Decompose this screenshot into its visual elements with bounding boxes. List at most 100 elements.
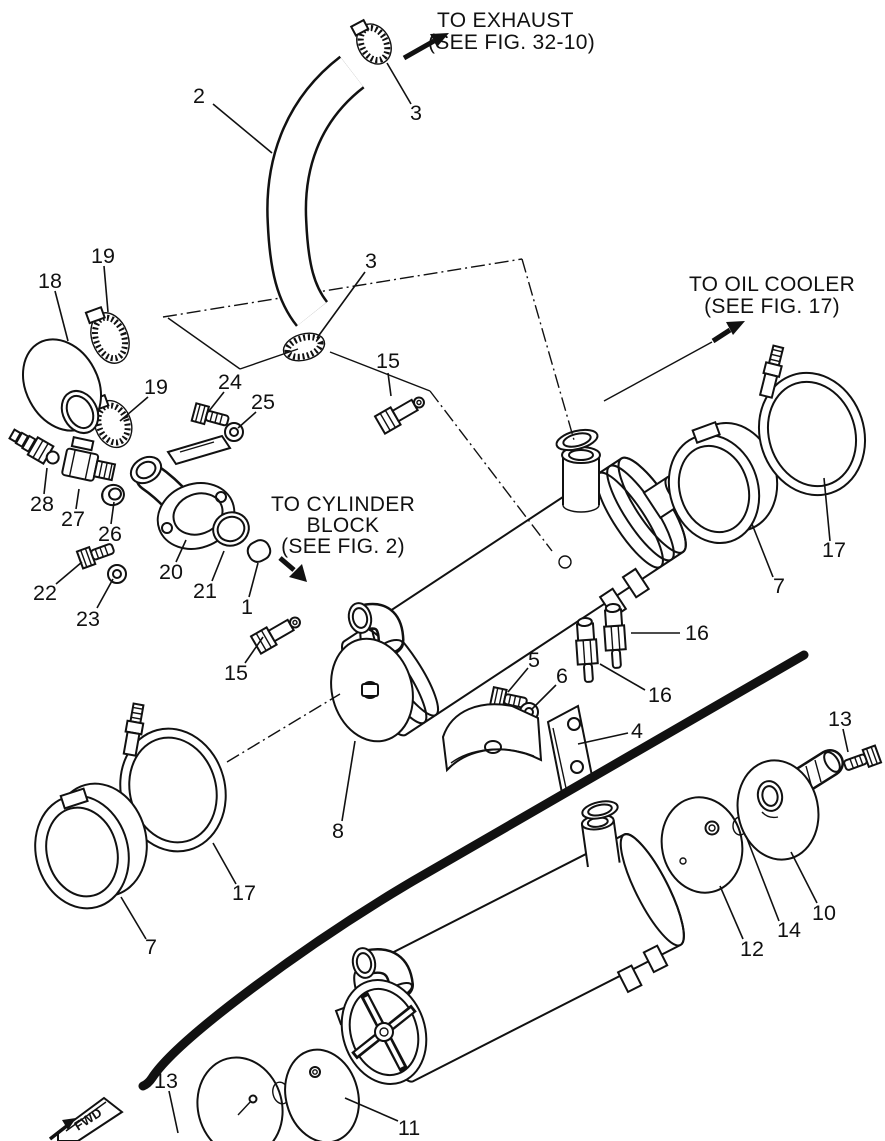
part-callout-25: 25: [251, 390, 275, 414]
stub-ring: [555, 428, 599, 452]
part-callout-22: 22: [33, 581, 57, 605]
part-19-clamp-upper: [84, 305, 130, 364]
leader-line-part-7: [120, 896, 147, 940]
leader-line-part-3: [316, 271, 366, 339]
part-callout-21: 21: [193, 579, 217, 603]
leader-line-part-13: [842, 728, 849, 753]
part-26-plug: [101, 483, 125, 507]
cylinder-block-label-line1: TO CYLINDER: [271, 493, 415, 516]
part-7-seal-ring-right: [667, 420, 779, 545]
part-callout-3: 3: [365, 249, 377, 273]
leader-line-part-15: [387, 372, 392, 397]
part-baffle-wheel: [334, 979, 428, 1085]
part-16-fitting-left: [575, 616, 599, 683]
cylinder-block-label-line3: (SEE FIG. 2): [281, 535, 405, 558]
leader-line-part-19: [119, 396, 149, 422]
annotation-to-oil-cooler: TO OIL COOLER (SEE FIG. 17): [689, 273, 855, 344]
leader-line-part-16: [599, 663, 646, 691]
exhaust-label-line1: TO EXHAUST: [437, 9, 574, 32]
part-1-cap: [246, 539, 272, 563]
elbow-outlet: [347, 602, 405, 659]
leader-line-part-19: [103, 265, 109, 313]
leader-line-part-12: [719, 885, 744, 940]
part-callout-10: 10: [812, 901, 836, 925]
part-callout-2: 2: [193, 84, 205, 108]
part-2-outlet-hose: [266, 55, 365, 327]
part-28-hose-fitting: [8, 428, 60, 466]
part-callout-17: 17: [822, 538, 846, 562]
divider-swoosh: [138, 650, 809, 1091]
lower-elbow-outlet: [351, 947, 414, 1001]
part-callout-12: 12: [740, 937, 764, 961]
leader-line-part-27: [75, 488, 80, 510]
part-5-bolt: [488, 686, 528, 709]
cylinder-block-arrow-icon: [289, 564, 307, 582]
leader-line-part-23: [96, 578, 114, 609]
leader-line-part-17: [823, 477, 831, 542]
part-12-gasket-plate: [660, 796, 744, 894]
oil-cooler-label-line1: TO OIL COOLER: [689, 273, 855, 296]
part-7-seal-ring-left: [34, 782, 148, 910]
leader-line-part-10: [790, 851, 818, 904]
part-callout-5: 5: [528, 648, 540, 672]
fwd-direction-badge: FWD: [48, 1096, 124, 1141]
part-4-bracket: [441, 703, 594, 795]
lower-stub-ring: [581, 800, 619, 820]
part-15-anode-upper: [373, 396, 425, 436]
part-callout-28: 28: [30, 492, 54, 516]
part-24-bolt: [190, 402, 230, 427]
part-15-anode-left: [249, 616, 301, 656]
leader-line-part-28: [43, 467, 48, 495]
part-21-seal-ring: [212, 511, 250, 547]
part-callout-23: 23: [76, 607, 100, 631]
part-27-drain-valve: [61, 436, 117, 482]
part-3-hose-clamp-lower: [282, 332, 326, 362]
leader-line-part-21: [211, 550, 225, 582]
part-callout-17: 17: [232, 881, 256, 905]
leader-line-part-20: [175, 539, 187, 563]
leader-line-part-4: [577, 732, 629, 745]
part-callout-7: 7: [145, 935, 157, 959]
leader-line-part-14: [745, 835, 780, 922]
leader-line-part-17: [212, 842, 237, 885]
leader-line-part-18: [54, 290, 69, 342]
part-18-hose-joint: [22, 338, 102, 435]
part-lower-heat-exchanger-body: [334, 800, 685, 1085]
part-callout-8: 8: [332, 819, 344, 843]
part-callout-20: 20: [159, 560, 183, 584]
exhaust-arrow-icon: [430, 33, 449, 47]
part-callout-11: 11: [398, 1116, 420, 1140]
leader-line-part-6: [530, 684, 557, 711]
cylinder-block-label-line2: BLOCK: [307, 514, 380, 537]
part-callout-6: 6: [556, 664, 568, 688]
part-callout-24: 24: [218, 370, 242, 394]
part-11-gasket-plate-partial: [284, 1048, 360, 1141]
part-callout-19: 19: [91, 244, 115, 268]
part-17-clamp-left: [119, 702, 227, 853]
part-3-hose-clamp-upper: [349, 18, 392, 65]
leader-line-part-11: [344, 1097, 399, 1122]
oil-cooler-label-line2: (SEE FIG. 17): [704, 295, 840, 318]
annotation-to-exhaust: TO EXHAUST (SEE FIG. 32-10): [402, 9, 595, 61]
leader-line-part-1: [248, 562, 259, 598]
annotation-to-cylinder-block: TO CYLINDER BLOCK (SEE FIG. 2): [271, 493, 415, 582]
part-callout-14: 14: [777, 918, 801, 942]
part-callout-3: 3: [410, 101, 422, 125]
part-callout-13: 13: [154, 1069, 178, 1093]
part-13-bolt-right: [843, 744, 883, 771]
part-16-fitting-right: [603, 602, 627, 669]
leader-line-part-26: [110, 501, 115, 525]
leader-line-part-15: [244, 636, 264, 664]
leader-line-part-3: [386, 62, 412, 105]
alignment-lines: [162, 258, 713, 763]
lower-outlet-stub: [580, 813, 621, 871]
part-10-end-cover: [736, 749, 844, 861]
part-callout-7: 7: [773, 574, 785, 598]
part-callout-19: 19: [144, 375, 168, 399]
part-callout-4: 4: [631, 719, 643, 743]
leader-line-part-13: [168, 1090, 179, 1134]
part-23-washer: [107, 564, 127, 584]
part-callout-15: 15: [224, 661, 248, 685]
